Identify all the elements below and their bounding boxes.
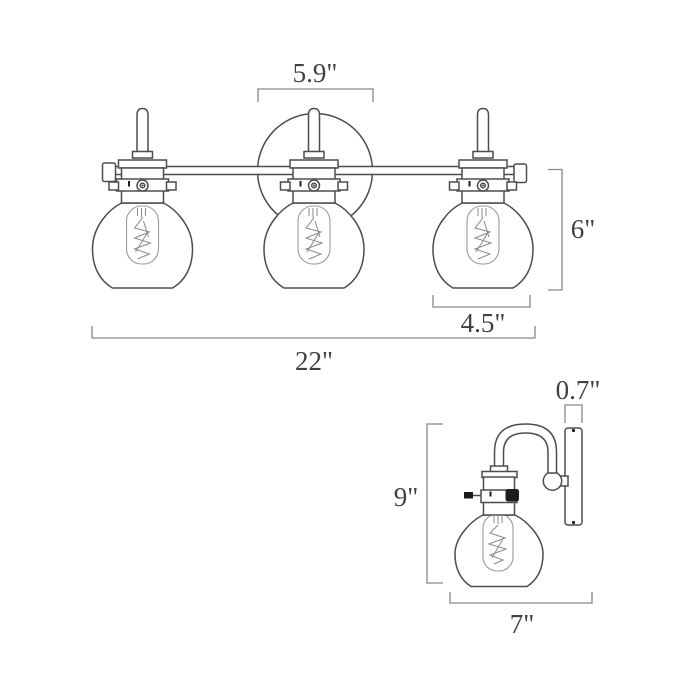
dim-projection: 7": [449, 592, 593, 639]
dim-label-backplate-width: 5.9": [293, 58, 338, 88]
plate-screw-top: [571, 428, 576, 433]
dim-line-projection: [449, 592, 593, 604]
bar-end-cap-left: [101, 162, 117, 183]
dim-backplate-width: 5.9": [257, 58, 374, 102]
dim-line-shade-width: [432, 295, 531, 308]
dim-total-height: 9": [394, 423, 443, 584]
dim-total-width: 22": [91, 326, 536, 376]
dim-lamp-height: 6": [548, 168, 596, 291]
dim-line-lamp-height: [548, 168, 563, 291]
set-screw-pin: [464, 492, 473, 499]
plate-screw-bottom: [571, 520, 576, 525]
dim-label-projection: 7": [510, 609, 535, 639]
arm-ball-joint: [542, 471, 563, 491]
bar-end-cap-right: [513, 163, 528, 184]
dim-label-total-width: 22": [295, 346, 333, 376]
gooseneck-arm: [493, 423, 558, 474]
dim-label-backplate-depth: 0.7": [556, 375, 601, 405]
dim-line-total-width: [91, 326, 536, 339]
bulb-filament-side: [487, 524, 508, 565]
socket-side: [464, 476, 519, 516]
dim-line-total-height: [426, 423, 443, 584]
side-view: 0.7" 9" 7": [394, 375, 601, 639]
lamp-right: [432, 107, 534, 289]
dim-label-lamp-height: 6": [571, 214, 596, 244]
socket-bolt: [505, 489, 519, 502]
dim-label-total-height: 9": [394, 482, 419, 512]
dim-shade-width: 4.5": [432, 295, 531, 338]
dim-line-backplate-width: [257, 88, 374, 102]
front-view: 5.9" 6" 4.5" 22": [91, 58, 596, 376]
dim-backplate-depth: 0.7": [556, 375, 601, 423]
dim-line-backplate-depth: [564, 404, 583, 423]
dim-label-shade-width: 4.5": [461, 308, 506, 338]
lamp-left: [91, 107, 194, 289]
